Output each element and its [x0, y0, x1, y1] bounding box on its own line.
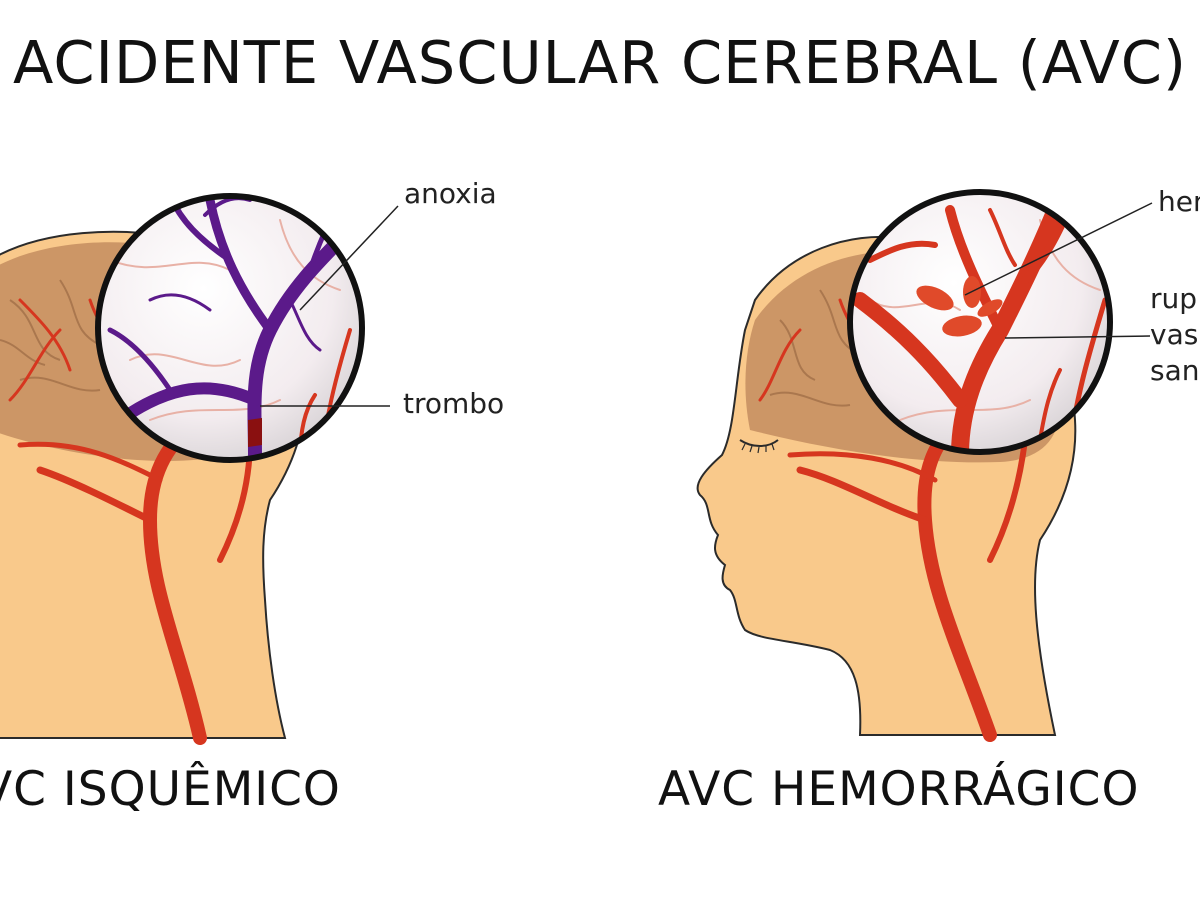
- label-rup: rup: [1150, 282, 1197, 315]
- label-anoxia: anoxia: [404, 177, 497, 210]
- label-hem: hem: [1158, 185, 1200, 218]
- eyelashes: [741, 443, 775, 454]
- left-head: anoxia trombo: [0, 177, 504, 745]
- right-arteries: [758, 298, 1028, 742]
- rup-leader: [1004, 335, 1151, 339]
- label-san: san: [1150, 354, 1200, 387]
- label-vas: vas: [1150, 318, 1198, 351]
- anoxia-leader: [299, 205, 399, 311]
- right-head: hem rup vas san: [696, 185, 1200, 742]
- right-magnifier: [847, 189, 1113, 455]
- hem-leader: [964, 202, 1153, 296]
- page-title: ACIDENTE VASCULAR CEREBRAL (AVC): [13, 28, 1187, 97]
- left-magnifier: [95, 193, 365, 463]
- closed-eye: [739, 439, 779, 447]
- caption-hemorrhagic: AVC HEMORRÁGICO: [658, 762, 1140, 817]
- label-trombo: trombo: [403, 387, 504, 420]
- caption-ischemic: VC ISQUÊMICO: [0, 762, 341, 817]
